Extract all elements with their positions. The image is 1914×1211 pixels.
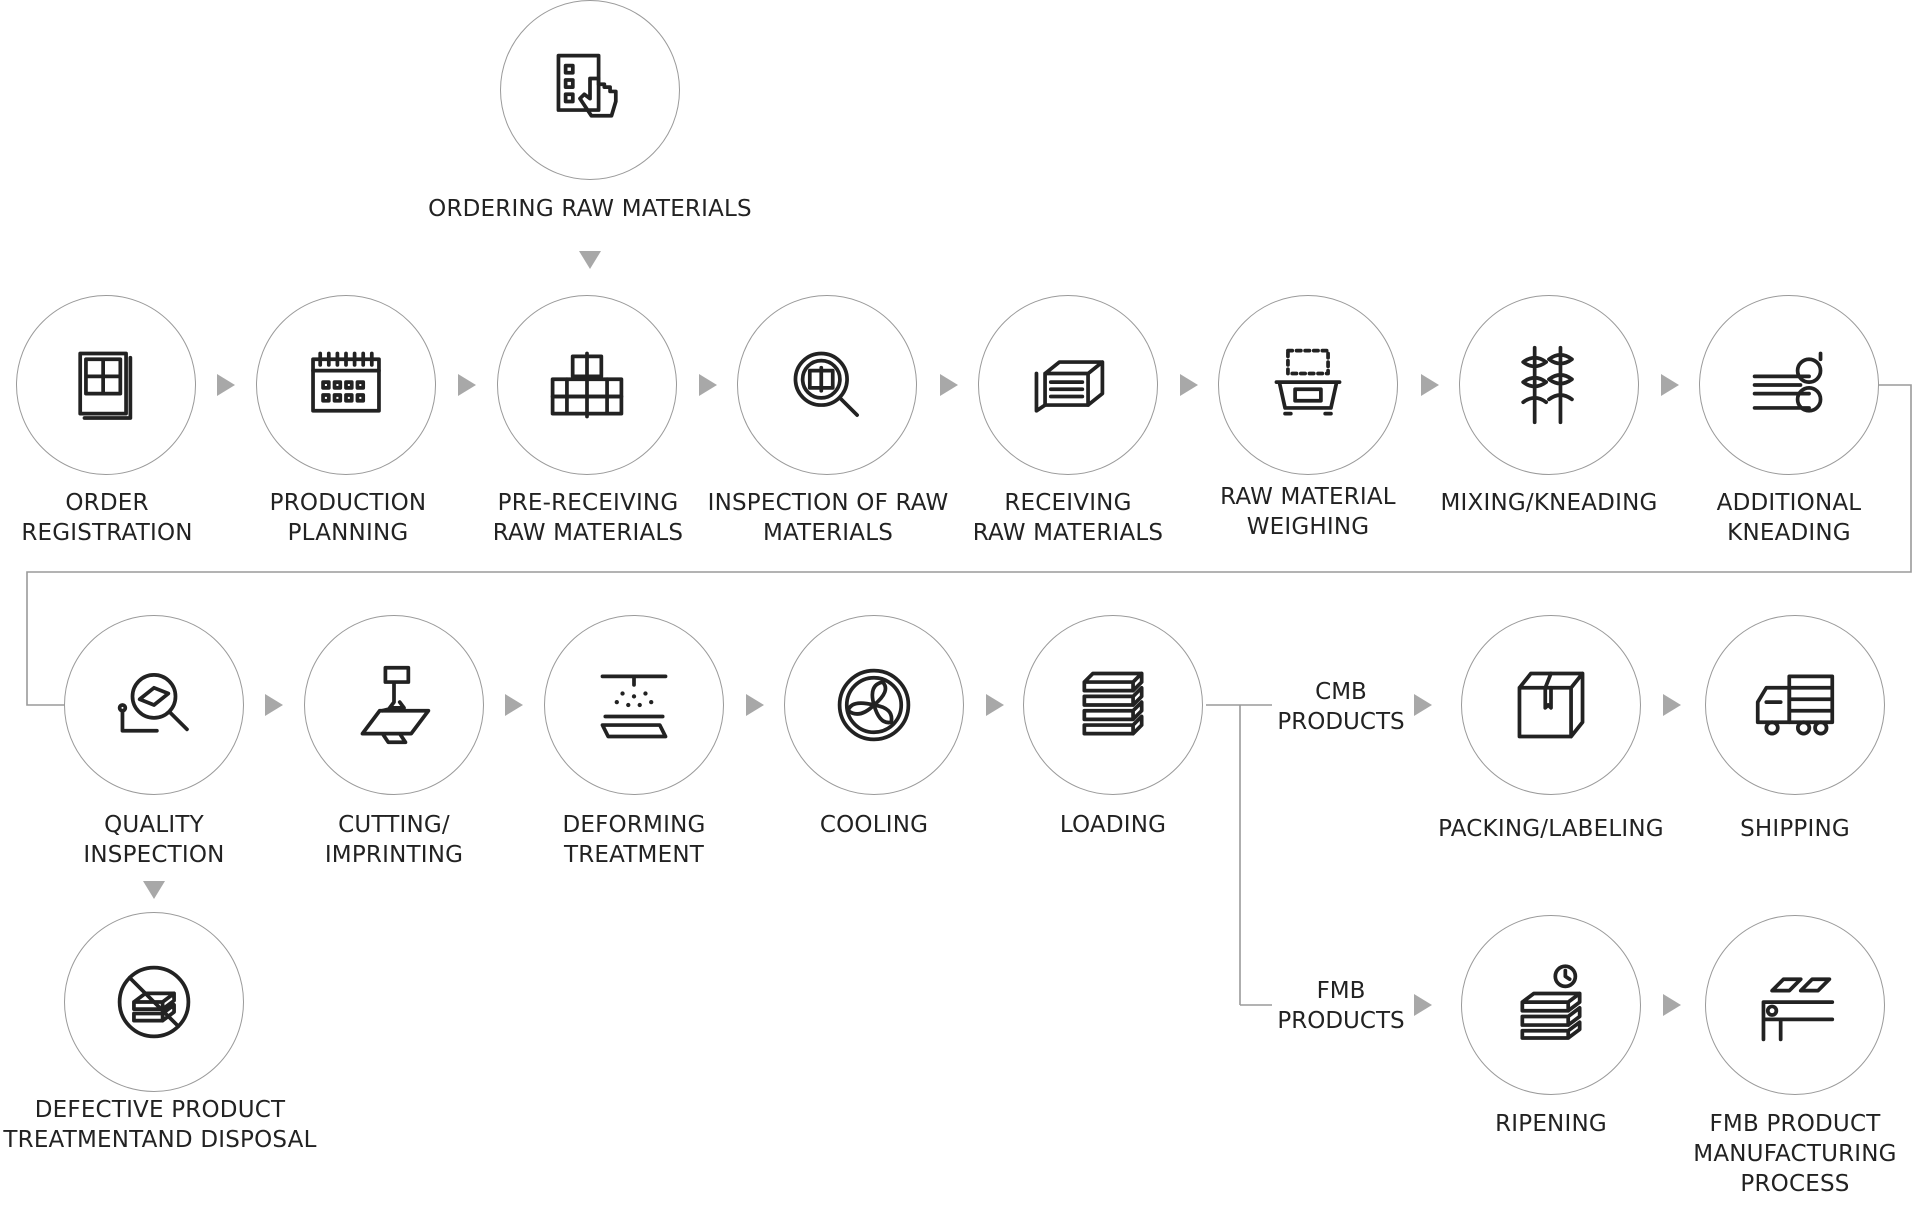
flow-arrow-8 [265, 694, 283, 716]
flow-arrow-5 [1180, 374, 1198, 396]
fmb-process-circle [1705, 915, 1885, 1095]
deforming-label: DEFORMING TREATMENT [562, 812, 706, 868]
additional-kneading-circle [1699, 295, 1879, 475]
additional-kneading-label: ADDITIONAL KNEADING [1716, 490, 1862, 546]
kneading-screw-icon [1521, 345, 1574, 425]
flow-arrow-6 [1421, 374, 1439, 396]
quality-inspection-label: QUALITY INSPECTION [83, 812, 225, 868]
pre-receiving-circle [497, 295, 677, 475]
production-planning-circle [256, 295, 436, 475]
quality-down-arrow [143, 881, 165, 899]
shipping-circle [1705, 615, 1885, 795]
magnifier-icon [793, 351, 859, 417]
cutting-machine-icon [360, 665, 431, 745]
flow-arrow-7 [1661, 374, 1679, 396]
receiving-circle [978, 295, 1158, 475]
material-stack-icon [550, 351, 624, 419]
ripening-circle [1461, 915, 1641, 1095]
ripening-timer-icon [1520, 964, 1582, 1040]
quality-magnifier-icon [117, 673, 189, 733]
flow-arrow-11 [986, 694, 1004, 716]
flow-arrow-3 [699, 374, 717, 396]
conveyor-icon [1761, 977, 1835, 1042]
touch-order-icon [556, 53, 618, 118]
shipping-label: SHIPPING [1740, 816, 1850, 842]
mixing-label: MIXING/KNEADING [1440, 490, 1658, 516]
quality-inspection-circle [64, 615, 244, 795]
production-planning-label: PRODUCTION PLANNING [269, 490, 427, 546]
calendar-icon [311, 351, 381, 413]
no-defect-icon [117, 965, 191, 1039]
defective-label: DEFECTIVE PRODUCT TREATMENTAND DISPOSAL [3, 1097, 317, 1153]
cmb-branch-label: CMB PRODUCTS [1277, 679, 1405, 735]
ordering-down-arrow [579, 251, 601, 269]
fan-icon [837, 668, 911, 742]
cutting-circle [304, 615, 484, 795]
spray-treatment-icon [600, 674, 668, 739]
flow-arrow-9 [505, 694, 523, 716]
package-box-icon [1517, 671, 1585, 739]
receiving-label: RECEIVING RAW MATERIALS [972, 490, 1164, 546]
packing-circle [1461, 615, 1641, 795]
rollers-icon [1752, 351, 1823, 413]
weighing-circle [1218, 295, 1398, 475]
truck-icon [1755, 674, 1835, 736]
flow-arrow-4 [940, 374, 958, 396]
order-sheet-icon [78, 351, 133, 420]
cutting-label: CUTTING/ IMPRINTING [324, 812, 464, 868]
loading-circle [1023, 615, 1203, 795]
order-registration-circle [16, 295, 196, 475]
pre-receiving-label: PRE-RECEIVING RAW MATERIALS [492, 490, 684, 546]
fmb-arrow [1414, 994, 1432, 1016]
scale-icon [1274, 348, 1342, 416]
ripening-label: RIPENING [1495, 1111, 1607, 1137]
cooling-label: COOLING [819, 812, 929, 838]
fmb-branch-label: FMB PRODUCTS [1277, 978, 1405, 1034]
mixing-circle [1459, 295, 1639, 475]
defective-circle [64, 912, 244, 1092]
flow-arrow-2 [458, 374, 476, 396]
ordering-circle [500, 0, 680, 180]
receiving-box-icon [1034, 360, 1105, 413]
fmb-process-label: FMB PRODUCT MANUFACTURING PROCESS [1693, 1111, 1897, 1197]
packing-arrow [1663, 694, 1681, 716]
cmb-arrow [1414, 694, 1432, 716]
cooling-circle [784, 615, 964, 795]
flow-arrow-1 [217, 374, 235, 396]
inspection-raw-label: INSPECTION OF RAW MATERIALS [707, 490, 949, 546]
ordering-label: ORDERING RAW MATERIALS [428, 196, 752, 222]
inspection-raw-circle [737, 295, 917, 475]
weighing-label: RAW MATERIAL WEIGHING [1220, 484, 1396, 540]
loading-label: LOADING [1059, 812, 1167, 838]
order-registration-label: ORDER REGISTRATION [21, 490, 193, 546]
flow-arrow-10 [746, 694, 764, 716]
deforming-circle [544, 615, 724, 795]
packing-label: PACKING/LABELING [1438, 816, 1664, 842]
ripening-arrow [1663, 994, 1681, 1016]
stacked-sheets-icon [1082, 671, 1144, 736]
wrap-connector [26, 384, 1912, 706]
